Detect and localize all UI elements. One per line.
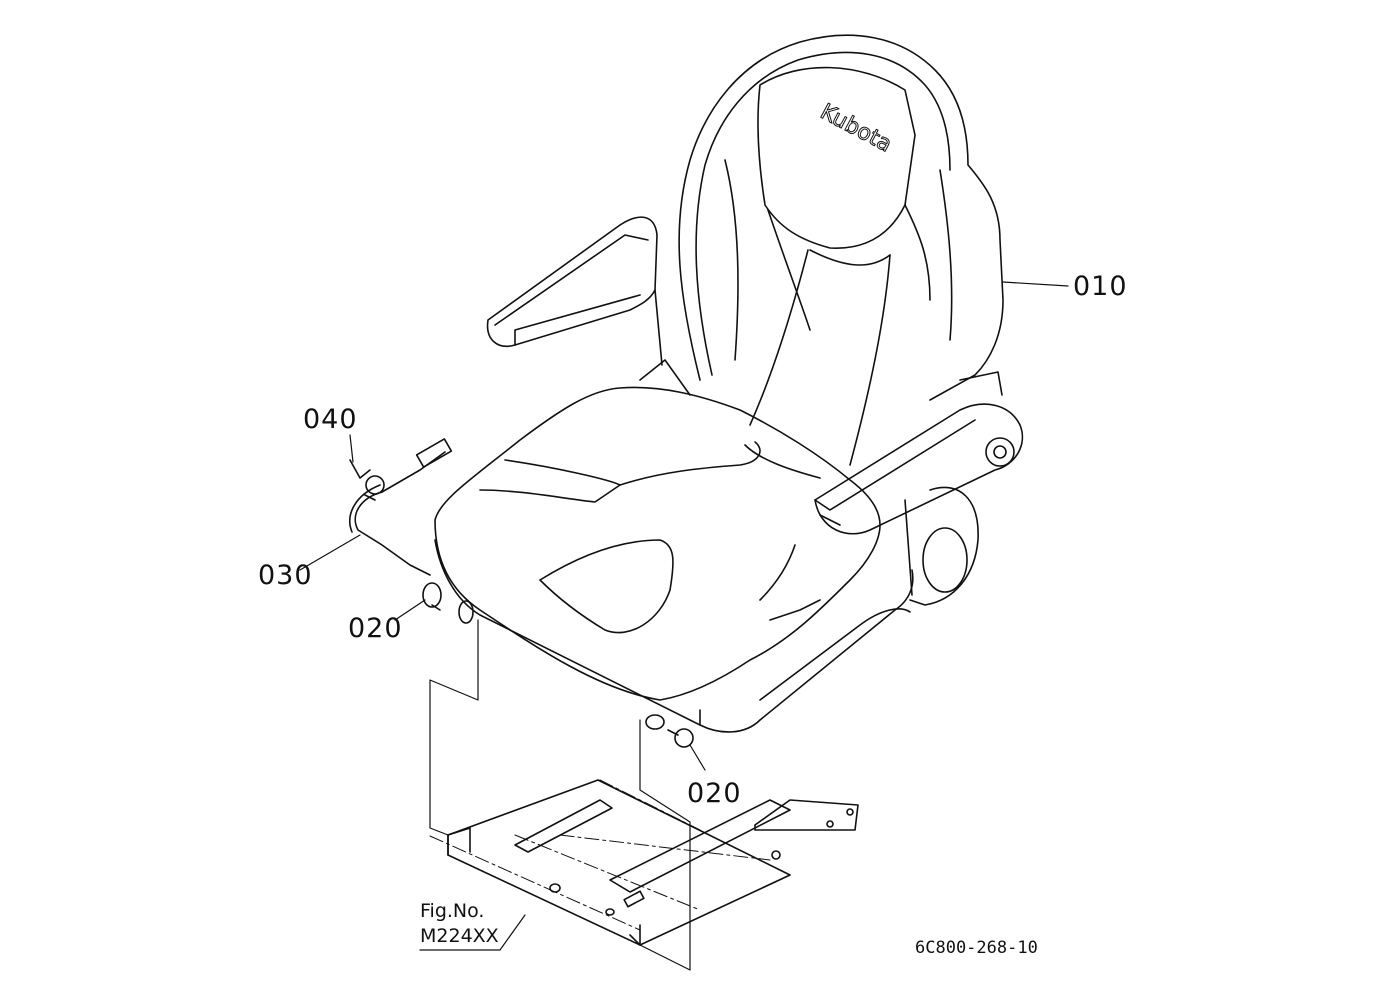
leader-lines [300,282,1068,970]
recline-knob [923,528,967,592]
bolt-left [423,583,441,607]
seat-backrest [679,35,1003,465]
bolt-right [675,729,693,747]
figure-number: M224XX [420,924,499,947]
switch-clip-ring [366,476,384,494]
callout-020-left: 020 [348,613,403,644]
washer-left [459,601,473,623]
brand-logo: Kubota [816,99,896,157]
callout-030: 030 [258,560,313,591]
drawing-id: 6C800-268-10 [915,938,1038,958]
figure-reference: Fig.No. M224XX [420,899,499,948]
left-armrest [488,217,690,395]
seat-cushion [435,387,913,732]
figure-label: Fig.No. [420,900,485,922]
callout-040: 040 [303,404,358,435]
mounting-hardware [423,583,693,747]
seat-slide-rail-assembly [448,780,858,945]
callout-010: 010 [1073,271,1128,302]
armrest-pivot-bolt [986,438,1014,466]
headrest-panel [758,68,915,249]
right-armrest [815,404,1022,605]
washer-right [646,715,664,729]
centerlines [430,780,770,930]
harness-connector [417,439,452,467]
seat-cutout [540,540,673,633]
callout-020-right: 020 [687,778,742,809]
seat-switch-harness [350,439,452,575]
